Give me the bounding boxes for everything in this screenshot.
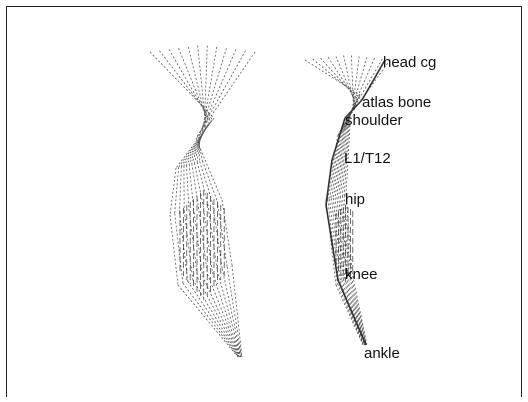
figure-border (6, 6, 522, 397)
